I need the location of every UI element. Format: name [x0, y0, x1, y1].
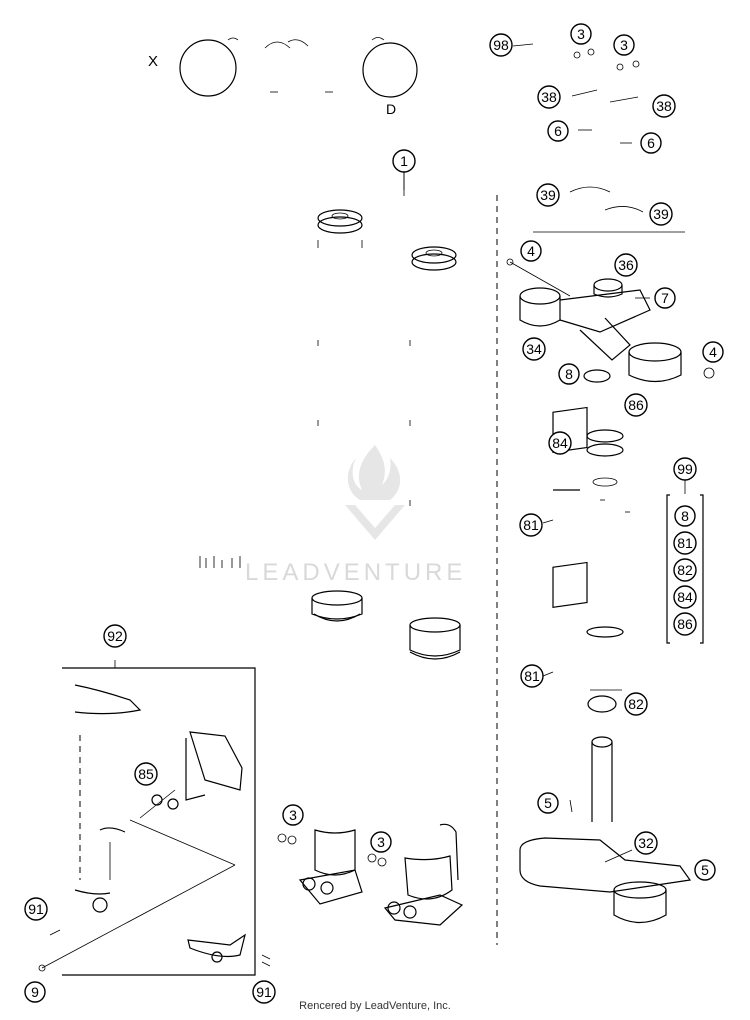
svg-text:38: 38	[656, 98, 672, 114]
steering-stem-parts	[519, 406, 692, 924]
callout-36[interactable]: 36	[614, 253, 638, 277]
callout-86-a[interactable]: 86	[624, 393, 648, 417]
callout-38-a[interactable]: 38	[537, 85, 561, 109]
callout-3-c[interactable]: 3	[282, 804, 304, 826]
callout-5-a[interactable]: 5	[537, 792, 559, 814]
callout-92[interactable]: 92	[103, 624, 127, 648]
svg-text:91: 91	[256, 984, 272, 1000]
callout-99[interactable]: 99	[673, 457, 697, 481]
callouts: 98 3 3 38 38 6 6 1 39 39 4 36 7 34 4 8 8…	[24, 23, 724, 1004]
leader-lines	[403, 172, 650, 863]
callout-84-a[interactable]: 84	[548, 431, 572, 455]
callout-7[interactable]: 7	[654, 287, 676, 309]
callout-91-b[interactable]: 91	[252, 980, 276, 1004]
svg-text:5: 5	[701, 862, 709, 878]
callout-4-b[interactable]: 4	[702, 341, 724, 363]
svg-text:6: 6	[647, 135, 655, 151]
callout-8-a[interactable]: 8	[558, 363, 580, 385]
svg-text:36: 36	[618, 257, 634, 273]
fork-tubes	[199, 160, 461, 660]
watermark-v-icon	[345, 505, 405, 540]
lower-fork-clamps	[277, 823, 464, 926]
svg-text:81: 81	[523, 517, 539, 533]
callout-38-b[interactable]: 38	[652, 94, 676, 118]
svg-text:3: 3	[620, 37, 628, 53]
callout-32[interactable]: 32	[634, 831, 658, 855]
callout-9[interactable]: 9	[24, 981, 46, 1003]
callout-85[interactable]: 85	[134, 762, 158, 786]
callout-6-b[interactable]: 6	[640, 132, 662, 154]
callout-82-a[interactable]: 82	[624, 692, 648, 716]
svg-text:39: 39	[540, 187, 556, 203]
reference-group-top-left: X D	[148, 37, 418, 117]
callout-3-a[interactable]: 3	[570, 23, 592, 45]
svg-text:99: 99	[677, 461, 693, 477]
svg-text:5: 5	[544, 795, 552, 811]
svg-text:4: 4	[709, 344, 717, 360]
svg-text:3: 3	[577, 26, 585, 42]
callout-84-kit[interactable]: 84	[673, 585, 697, 609]
callout-1[interactable]: 1	[392, 149, 416, 173]
callout-39-b[interactable]: 39	[649, 202, 673, 226]
svg-text:86: 86	[628, 397, 644, 413]
svg-text:9: 9	[31, 984, 39, 1000]
callout-3-d[interactable]: 3	[370, 831, 392, 853]
watermark-flame-icon	[347, 445, 401, 500]
svg-text:84: 84	[552, 435, 568, 451]
svg-text:7: 7	[661, 290, 669, 306]
callout-81-kit[interactable]: 81	[673, 531, 697, 555]
svg-text:32: 32	[638, 835, 654, 851]
callout-39-a[interactable]: 39	[536, 183, 560, 207]
callout-5-b[interactable]: 5	[694, 859, 716, 881]
callout-4-a[interactable]: 4	[520, 240, 542, 262]
svg-text:85: 85	[138, 766, 154, 782]
svg-text:1: 1	[400, 153, 408, 169]
callout-34[interactable]: 34	[522, 337, 546, 361]
svg-text:86: 86	[677, 616, 693, 632]
fork-protector-panel	[38, 660, 271, 976]
svg-text:82: 82	[628, 696, 644, 712]
svg-text:8: 8	[681, 508, 689, 524]
triple-clamp-upper	[506, 258, 715, 383]
label-d: D	[386, 101, 396, 117]
callout-3-b[interactable]: 3	[613, 34, 635, 56]
callout-8-kit[interactable]: 8	[674, 505, 696, 527]
footer-credit: Rencered by LeadVenture, Inc.	[299, 1000, 451, 1012]
svg-text:98: 98	[493, 37, 509, 53]
callout-86-kit[interactable]: 86	[673, 612, 697, 636]
svg-text:3: 3	[377, 834, 385, 850]
callout-81-b[interactable]: 81	[520, 664, 544, 688]
svg-text:38: 38	[541, 89, 557, 105]
svg-text:39: 39	[653, 206, 669, 222]
watermark: LEADVENTURE	[245, 445, 466, 586]
callout-91-a[interactable]: 91	[24, 897, 48, 921]
callout-98[interactable]: 98	[489, 33, 513, 57]
label-x: X	[148, 53, 158, 70]
svg-text:84: 84	[677, 589, 693, 605]
svg-text:4: 4	[527, 243, 535, 259]
top-right-hardware	[512, 43, 685, 233]
callout-81-a[interactable]: 81	[519, 513, 543, 537]
svg-text:81: 81	[677, 535, 693, 551]
svg-text:92: 92	[107, 628, 123, 644]
svg-text:34: 34	[526, 341, 542, 357]
callout-82-kit[interactable]: 82	[673, 558, 697, 582]
svg-text:3: 3	[289, 807, 297, 823]
svg-text:82: 82	[677, 562, 693, 578]
svg-text:6: 6	[554, 123, 562, 139]
kit-bracket	[666, 480, 704, 644]
svg-text:81: 81	[524, 668, 540, 684]
callout-6-a[interactable]: 6	[547, 120, 569, 142]
svg-text:91: 91	[28, 901, 44, 917]
svg-text:8: 8	[565, 366, 573, 382]
watermark-brand-text: LEADVENTURE	[245, 559, 466, 586]
